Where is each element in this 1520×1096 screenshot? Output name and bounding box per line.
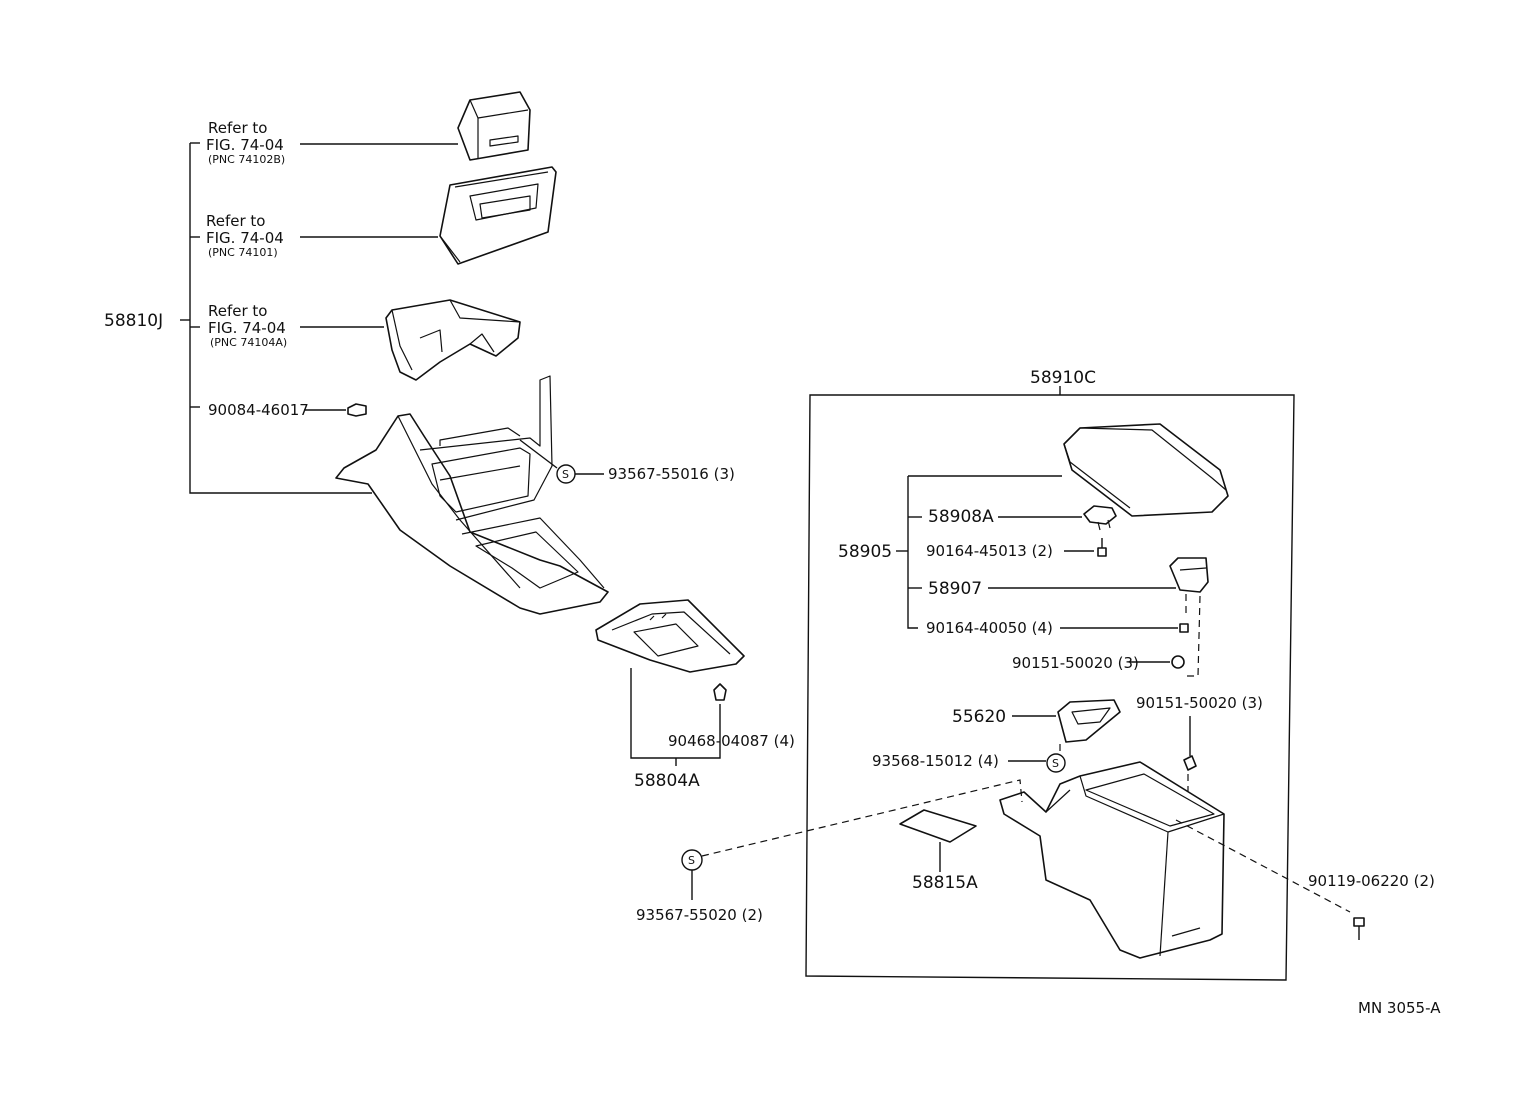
part-90164-40050-label: 90164-40050 (4) — [926, 619, 1053, 637]
screw-90119-drawing — [1353, 917, 1365, 940]
assembly-58910C-box — [805, 386, 1295, 981]
box-55620-drawing — [1057, 699, 1121, 743]
ref1-refer-label: Refer to — [208, 119, 267, 137]
part-58910C-label: 58910C — [1030, 368, 1096, 388]
part-93567-55020-label: 93567-55020 (2) — [636, 906, 763, 924]
ashtray-74102B-drawing — [457, 91, 531, 161]
screw-90164-45013-drawing — [1097, 538, 1107, 557]
s-symbol-text-1: S — [562, 468, 569, 481]
part-58815A-label: 58815A — [912, 873, 978, 893]
panel-74101-drawing — [439, 166, 557, 265]
part-90084-label: 90084-46017 — [208, 401, 309, 419]
hinge-58908A-drawing — [1083, 505, 1117, 531]
screw-90151-b-drawing — [1183, 755, 1197, 771]
console-lower-drawing — [999, 761, 1225, 959]
s-symbol-text-2: S — [1052, 757, 1059, 770]
part-93568-label: 93568-15012 (4) — [872, 752, 999, 770]
ref2-pnc-label: (PNC 74101) — [208, 246, 278, 259]
part-90119-label: 90119-06220 (2) — [1308, 872, 1435, 890]
ref2-refer-label: Refer to — [206, 212, 265, 230]
part-90151-a-label: 90151-50020 (3) — [1012, 654, 1139, 672]
bracket-74104A-drawing — [385, 299, 521, 381]
armrest-lid-drawing — [1063, 423, 1229, 517]
screw-90164-40050-drawing — [1179, 623, 1189, 633]
ref1-fig-label: FIG. 74-04 — [206, 136, 284, 154]
diagram-code: MN 3055-A — [1358, 999, 1441, 1017]
ref3-fig-label: FIG. 74-04 — [208, 319, 286, 337]
group-58810J-bracket — [180, 142, 372, 494]
ref3-pnc-label: (PNC 74104A) — [210, 336, 287, 349]
part-90164-45013-label: 90164-45013 (2) — [926, 542, 1053, 560]
screw-90151-a-drawing — [1171, 655, 1185, 669]
part-58810J-label: 58810J — [104, 311, 163, 331]
console-box-drawing — [335, 375, 609, 615]
ref2-fig-label: FIG. 74-04 — [206, 229, 284, 247]
clip-90468-drawing — [713, 683, 727, 701]
hinge-58907-drawing — [1169, 557, 1209, 593]
part-58907-label: 58907 — [928, 579, 982, 599]
part-58905-label: 58905 — [838, 542, 892, 562]
part-90151-b-label: 90151-50020 (3) — [1136, 694, 1263, 712]
part-58804A-label: 58804A — [634, 771, 700, 791]
part-58908A-label: 58908A — [928, 507, 994, 527]
clip-90084-drawing — [347, 403, 367, 417]
part-55620-label: 55620 — [952, 707, 1006, 727]
shift-plate-58804A-drawing — [595, 599, 745, 673]
part-90468-label: 90468-04087 (4) — [668, 732, 795, 750]
s-symbol-text-3: S — [688, 854, 695, 867]
part-93567-55016-label: 93567-55016 (3) — [608, 465, 735, 483]
mat-58815A-drawing — [899, 809, 977, 843]
ref1-pnc-label: (PNC 74102B) — [208, 153, 285, 166]
s-symbol-93568 — [1046, 753, 1066, 773]
ref3-refer-label: Refer to — [208, 302, 267, 320]
group-58905-bracket — [896, 475, 1062, 629]
